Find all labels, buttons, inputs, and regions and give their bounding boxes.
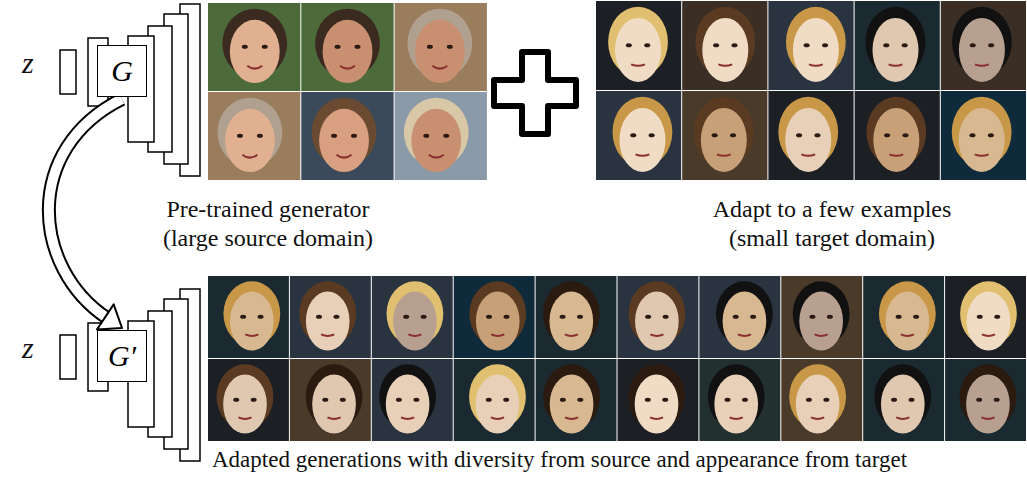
face-tile	[372, 276, 453, 358]
face-tile	[781, 359, 862, 441]
face-tile	[863, 359, 944, 441]
generator-label: G′	[108, 341, 136, 371]
face-tile	[699, 276, 780, 358]
face-tile	[945, 359, 1026, 441]
face-tile	[768, 1, 853, 90]
latent-variable: z	[22, 331, 34, 364]
caption: Adapt to a few examples	[713, 196, 952, 222]
caption: (large source domain)	[163, 225, 373, 251]
face-tile	[290, 359, 371, 441]
face-tile	[781, 276, 862, 358]
face-tile	[855, 91, 940, 180]
face-tile	[301, 3, 393, 91]
face-tile	[208, 92, 300, 180]
face-tile	[618, 359, 699, 441]
face-tile	[941, 1, 1026, 90]
face-tile	[208, 276, 289, 358]
face-tile	[682, 91, 767, 180]
face-tile	[768, 91, 853, 180]
face-tile	[618, 276, 699, 358]
face-tile	[290, 276, 371, 358]
face-tile	[372, 359, 453, 441]
generator-stack	[60, 289, 200, 461]
generator-label: G	[111, 56, 133, 86]
face-tile	[682, 1, 767, 90]
caption: Pre-trained generator	[166, 196, 369, 222]
face-tile	[208, 3, 300, 91]
face-tile	[395, 92, 487, 180]
face-tile	[395, 3, 487, 91]
generator-box: G′	[97, 330, 147, 382]
face-tile	[301, 92, 393, 180]
face-tile	[596, 91, 681, 180]
face-tile	[536, 359, 617, 441]
face-tile	[941, 91, 1026, 180]
face-tile	[855, 1, 940, 90]
face-tile	[596, 1, 681, 90]
generator-stack	[60, 4, 200, 176]
caption: Adapted generations with diversity from …	[212, 447, 907, 472]
adaptation-arrow	[49, 99, 122, 329]
face-tile	[699, 359, 780, 441]
face-tile	[454, 276, 535, 358]
plus-sign	[494, 52, 576, 134]
face-tile	[454, 359, 535, 441]
caption: (small target domain)	[729, 225, 935, 251]
latent-variable: z	[22, 46, 34, 79]
face-tile	[863, 276, 944, 358]
face-tile	[536, 276, 617, 358]
generator-box: G	[97, 45, 147, 97]
face-tile	[945, 276, 1026, 358]
face-tile	[208, 359, 289, 441]
